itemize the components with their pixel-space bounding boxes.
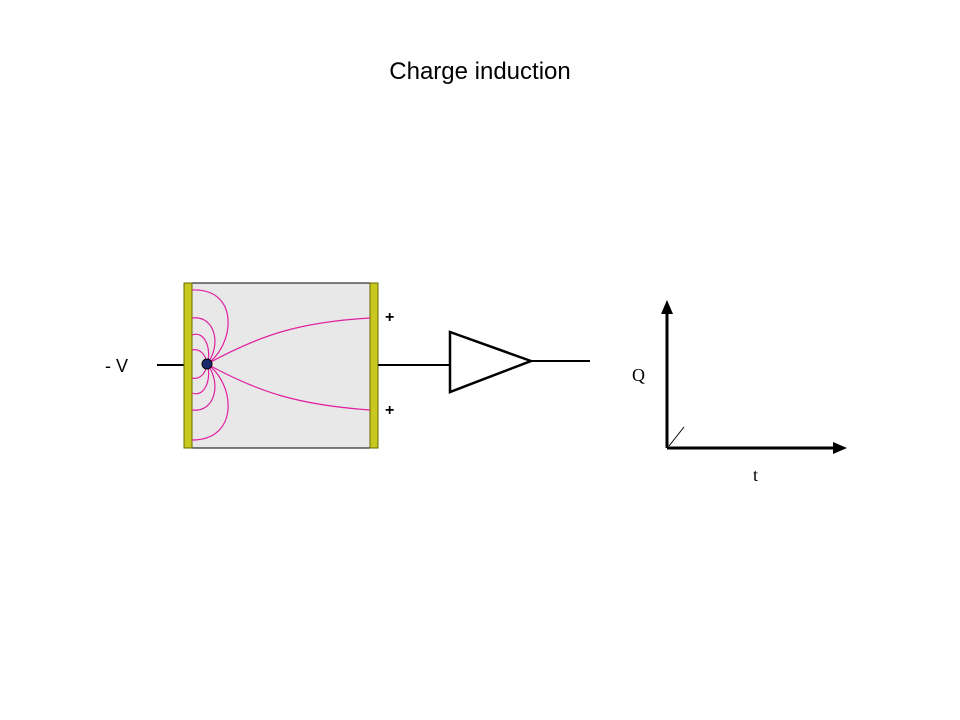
amplifier-symbol [448,330,535,394]
page-title: Charge induction [389,58,571,85]
signal-trace [668,426,685,447]
axis-label-t: t [753,465,758,485]
y-axis-arrowhead [661,300,673,314]
axis-label-q: Q [632,365,645,385]
x-axis-arrowhead [833,442,847,454]
charge-time-axes [661,300,847,454]
bias-voltage-label: - V [105,356,128,376]
detector-body [191,282,371,449]
induced-charge-plus-top: + [385,309,394,326]
right-electrode [369,282,379,449]
point-charge [201,358,213,370]
left-electrode [183,282,193,449]
induced-charge-plus-bottom: + [385,402,394,419]
